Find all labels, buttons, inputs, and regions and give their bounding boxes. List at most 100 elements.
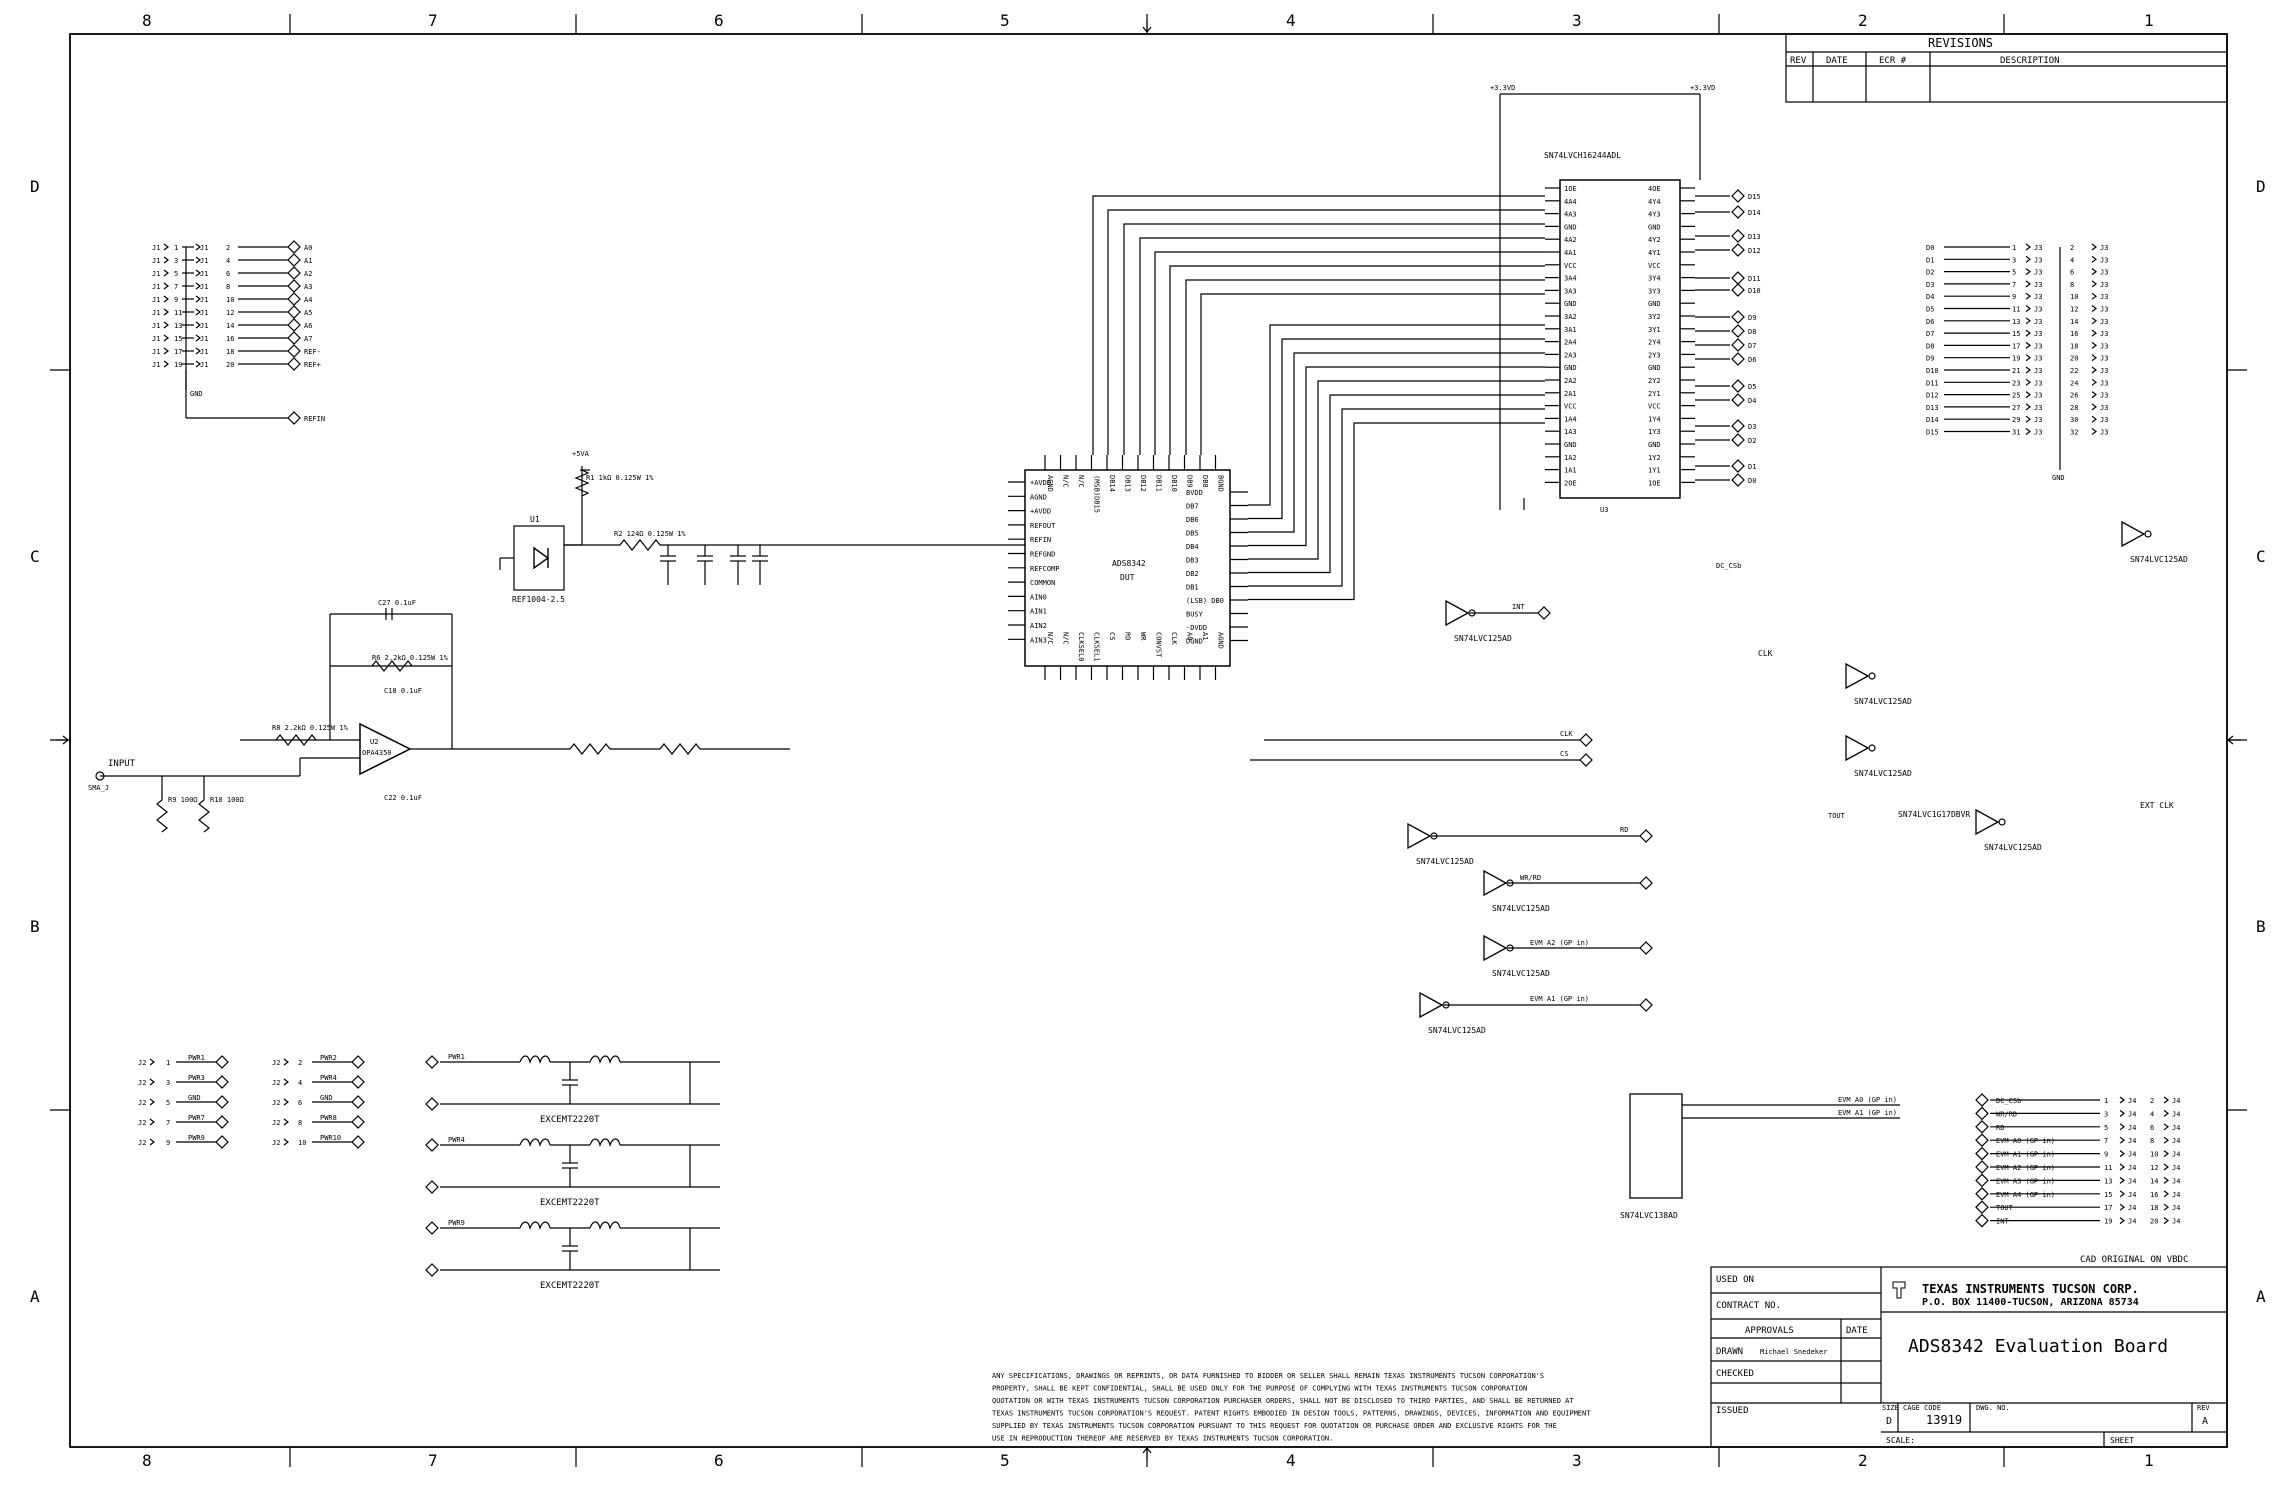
- j4-designator: J4: [2128, 1097, 2136, 1105]
- port-diamond: [1731, 352, 1745, 366]
- pin-chevron-icon: [2025, 243, 2031, 251]
- pin-chevron-icon: [2119, 1217, 2125, 1225]
- j3-designator: J3: [2100, 269, 2108, 277]
- buffer-pin-right: 3Y4: [1648, 275, 1661, 283]
- tb-rev-value: A: [2202, 1416, 2208, 1427]
- port-diamond: [215, 1055, 229, 1069]
- adc-pin-top: DB13: [1124, 475, 1132, 492]
- adc-pin-bottom: A0: [1186, 632, 1194, 640]
- j1-signal: A0: [304, 244, 312, 252]
- j3-pin-left: 19: [2012, 355, 2020, 363]
- buffer-pin-left: 1OE: [1564, 185, 1577, 193]
- port-diamond: [425, 1097, 439, 1111]
- j2-signal-left: PWR3: [188, 1074, 205, 1082]
- port-diamond: [1639, 998, 1653, 1012]
- rd-label: RD: [1620, 826, 1628, 834]
- j3-designator: J3: [2100, 416, 2108, 424]
- pin-chevron-icon: [2025, 305, 2031, 312]
- buffer-pin-left: 1A1: [1564, 467, 1577, 475]
- buffer-pin-left: VCC: [1564, 403, 1577, 411]
- buffer-pin-right: 3Y2: [1648, 313, 1661, 321]
- zone-col-top: 2: [1858, 11, 1868, 30]
- j3-designator: J3: [2034, 330, 2042, 338]
- pin-chevron-icon: [2091, 305, 2097, 312]
- j3-signal: D1: [1926, 256, 1934, 264]
- wire: [1248, 380, 1545, 560]
- adc-pin-left: REFOUT: [1030, 522, 1056, 530]
- buffer-pin-left: 4A3: [1564, 211, 1577, 219]
- j3-designator: J3: [2034, 392, 2042, 400]
- buffer-gate: [1845, 662, 1870, 690]
- j3-pin-left: 5: [2012, 269, 2016, 277]
- port-diamond: [215, 1075, 229, 1089]
- j3-signal: D11: [1926, 379, 1939, 387]
- j4-pin-right: 10: [2150, 1151, 2158, 1159]
- pin-chevron-icon: [2025, 317, 2031, 325]
- port-diamond: [1639, 941, 1653, 955]
- buffer-output-label: D4: [1748, 397, 1756, 405]
- j3-designator: J3: [2034, 269, 2042, 277]
- port-diamond: [1731, 189, 1745, 203]
- pin-chevron-icon: [2091, 255, 2097, 263]
- port-diamond: [1975, 1119, 1989, 1134]
- port-diamond: [1579, 733, 1593, 747]
- disclaimer-line: QUOTATION OR WITH TEXAS INSTRUMENTS TUCS…: [992, 1397, 1574, 1405]
- emi-part-label: EXCEMT2220T: [540, 1198, 600, 1208]
- j1-pin-right: 18: [226, 348, 234, 356]
- wire: [1169, 265, 1545, 455]
- j4-signal: RD: [1996, 1124, 2004, 1132]
- j4-signal: DC_CSb: [1996, 1097, 2021, 1105]
- j1-pin-right: 14: [226, 322, 234, 330]
- buffer-pin-right: 2Y1: [1648, 390, 1661, 398]
- j1-designator-left: J1: [152, 361, 160, 369]
- buffer-pin-left: 2A2: [1564, 377, 1577, 385]
- j2-signal-right: GND: [320, 1094, 333, 1102]
- port-diamond: [287, 331, 301, 345]
- j3-pin-right: 6: [2070, 269, 2074, 277]
- buffer-output-label: D14: [1748, 209, 1761, 217]
- port-diamond: [1731, 473, 1745, 487]
- wire: [1123, 223, 1545, 455]
- j4-signal: WR/RD: [1996, 1110, 2017, 1118]
- j3-signal: D13: [1926, 404, 1939, 412]
- revisions-title: REVISIONS: [1928, 36, 1993, 50]
- buffer-pin-right: 2Y3: [1648, 351, 1661, 359]
- c27-value: C27 0.1uF: [378, 599, 416, 607]
- buffer-gate: [2121, 520, 2146, 548]
- inductor-icon: [589, 1221, 621, 1231]
- wire: [1248, 422, 1545, 601]
- j3-pin-left: 17: [2012, 342, 2020, 350]
- j3-designator: J3: [2100, 330, 2108, 338]
- j1-pin-right: 16: [226, 335, 234, 343]
- buffer-output-label: D11: [1748, 275, 1761, 283]
- pin-chevron-icon: [163, 256, 169, 264]
- adc-name: ADS8342: [1112, 559, 1146, 568]
- buffer-pin-right: 2Y4: [1648, 339, 1661, 347]
- j4-designator: J4: [2172, 1124, 2180, 1132]
- port-diamond: [1731, 338, 1745, 352]
- buffer-pin-right: 1Y2: [1648, 454, 1661, 462]
- j3-pin-right: 4: [2070, 256, 2074, 264]
- pin-chevron-icon: [2091, 292, 2097, 300]
- pin-chevron-icon: [2119, 1136, 2125, 1144]
- gnd-label: GND: [190, 390, 203, 398]
- j4-designator: J4: [2128, 1137, 2136, 1145]
- j4-designator: J4: [2172, 1137, 2180, 1145]
- tb-date: DATE: [1846, 1326, 1868, 1336]
- dc-csb-label: DC_CSb: [1716, 562, 1741, 570]
- pin-chevron-icon: [195, 347, 201, 355]
- wire: [1248, 408, 1545, 587]
- tb-company-address: P.O. BOX 11400-TUCSON, ARIZONA 85734: [1922, 1297, 2139, 1308]
- j4-designator: J4: [2172, 1218, 2180, 1226]
- j1-designator-right: J1: [200, 270, 208, 278]
- j4-pin-left: 17: [2104, 1204, 2112, 1212]
- buffer-gate: [1407, 822, 1432, 850]
- j3-designator: J3: [2034, 281, 2042, 289]
- decoder-part-label: SN74LVC138AD: [1620, 1211, 1678, 1220]
- evm-a1-label: EVM A1 (GP in): [1530, 995, 1589, 1003]
- buffer-pin-left: 1A2: [1564, 454, 1577, 462]
- data-bus-wiring: [1092, 195, 1545, 601]
- j4-pin-left: 13: [2104, 1177, 2112, 1185]
- j1-designator-right: J1: [200, 348, 208, 356]
